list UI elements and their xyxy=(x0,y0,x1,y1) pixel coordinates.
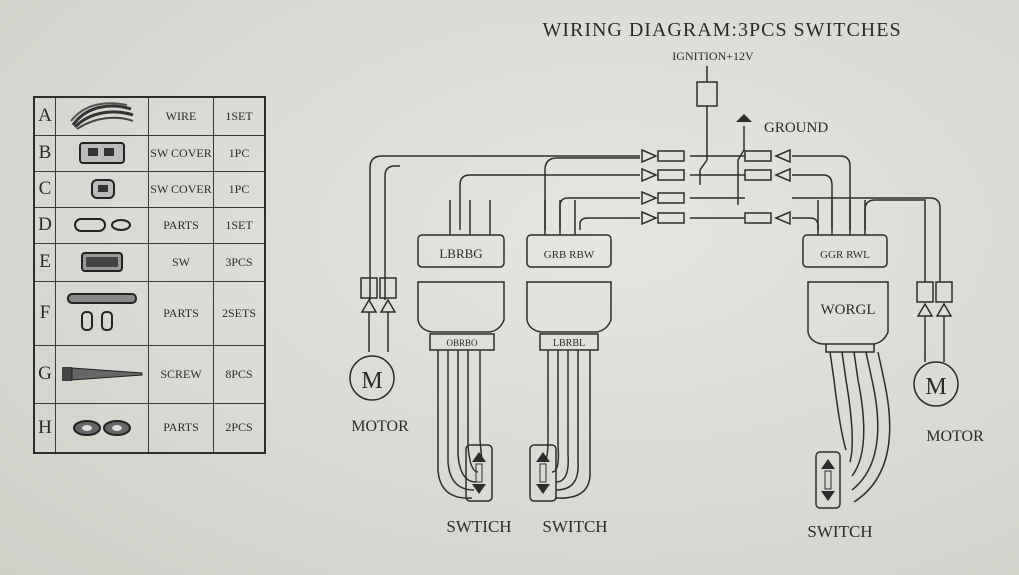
washer-icon xyxy=(55,402,149,454)
motor-right xyxy=(913,361,959,407)
plug-label-right: WORGL xyxy=(821,302,876,318)
ground-label: GROUND xyxy=(764,120,828,136)
connector-label-left: LBRBG xyxy=(439,246,482,261)
motor-left-label: MOTOR xyxy=(351,418,409,435)
switch-middle xyxy=(529,444,557,502)
part-qty: 1SET xyxy=(213,96,266,136)
ignition-label: IGNITION+12V xyxy=(672,49,754,63)
parts-row-f: F PARTS 2SETS xyxy=(33,280,266,346)
parts-row-b: B SW COVER 1PC xyxy=(33,134,266,172)
part-name: SW COVER xyxy=(148,134,214,172)
part-name: PARTS xyxy=(148,206,214,244)
bus-connector-row-3 xyxy=(641,190,685,206)
plug-lbrbl xyxy=(539,333,599,351)
parts-row-d: D PARTS 1SET xyxy=(33,206,266,244)
motor-left-symbol: M xyxy=(361,368,382,394)
connector-ggr-rwl xyxy=(802,234,888,268)
parts-row-g: G SCREW 8PCS xyxy=(33,344,266,404)
motor-left xyxy=(349,355,395,401)
plug-label-mid: LBRBL xyxy=(553,338,585,349)
plug-mid-body xyxy=(526,281,612,333)
switch-left xyxy=(465,444,493,502)
bus-connector-row-2 xyxy=(641,167,791,183)
ignition-fuse-box xyxy=(696,81,718,107)
connector-grb-rbw xyxy=(526,234,612,268)
part-qty: 3PCS xyxy=(213,242,266,282)
parts-row-a: A WIRE 1SET xyxy=(33,96,266,136)
part-qty: 1SET xyxy=(213,206,266,244)
motor-right-label: MOTOR xyxy=(926,428,984,445)
plug-left-body xyxy=(417,281,505,333)
switch-label-right: SWITCH xyxy=(807,522,872,541)
motor-left-connector xyxy=(360,277,378,299)
plug-label-left: OBRBO xyxy=(446,338,478,348)
part-qty: 1PC xyxy=(213,134,266,172)
switch-right xyxy=(815,451,841,509)
connector-lbrbg xyxy=(417,234,505,268)
diagram-title: WIRING DIAGRAM:3PCS SWITCHES xyxy=(542,19,901,41)
bus-connector-row-4 xyxy=(641,210,791,226)
screw-icon xyxy=(55,344,149,404)
parts-row-c: C SW COVER 1PC xyxy=(33,170,266,208)
ground-wire xyxy=(737,126,745,205)
parts-table: A WIRE 1SET B SW COVER 1PC C SW COVER 1P… xyxy=(33,96,266,454)
part-letter: D xyxy=(33,206,56,244)
motor-right-connector xyxy=(916,281,934,303)
part-qty: 2SETS xyxy=(213,280,266,346)
bus-connector-row-1 xyxy=(641,148,791,164)
plug-obrbo xyxy=(429,333,495,351)
part-letter: C xyxy=(33,170,56,208)
wire-bundle-icon xyxy=(55,96,149,136)
connector-label-right: GGR RWL xyxy=(820,249,870,261)
switch-label-left: SWTICH xyxy=(446,517,511,536)
motor-right-symbol: M xyxy=(925,374,946,400)
part-name: SCREW xyxy=(148,344,214,404)
connector-label-mid: GRB RBW xyxy=(544,249,595,261)
part-name: SW COVER xyxy=(148,170,214,208)
switch-label-mid: SWITCH xyxy=(542,517,607,536)
part-name: SW xyxy=(148,242,214,282)
parts-row-e: E SW 3PCS xyxy=(33,242,266,282)
part-qty: 2PCS xyxy=(213,402,266,454)
switch-icon xyxy=(55,242,149,282)
parts-row-h: H PARTS 2PCS xyxy=(33,402,266,454)
part-name: PARTS xyxy=(148,402,214,454)
part-qty: 1PC xyxy=(213,170,266,208)
part-letter: G xyxy=(33,344,56,404)
switch-cover-large-icon xyxy=(55,134,149,172)
part-name: PARTS xyxy=(148,280,214,346)
